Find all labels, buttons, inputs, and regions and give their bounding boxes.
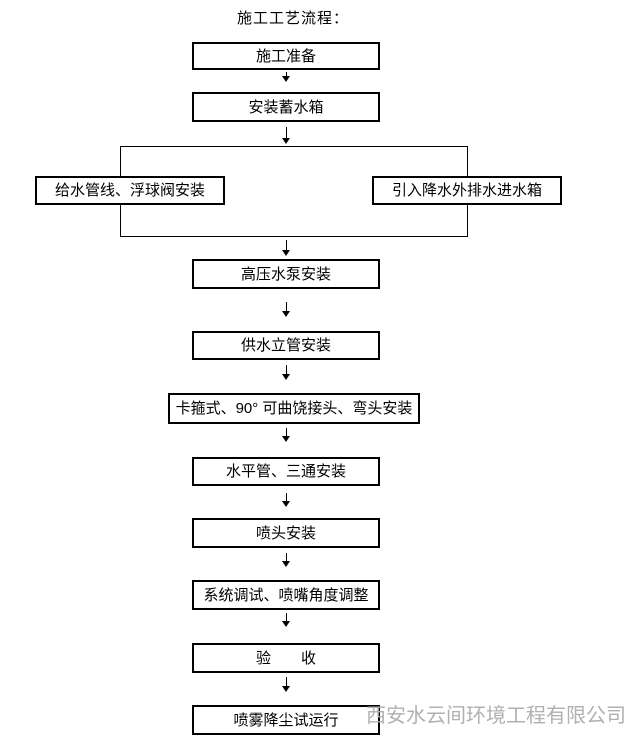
arrow-shaft xyxy=(286,127,287,140)
step-label: 验 收 xyxy=(255,649,316,667)
step-construction-preparation: 施工准备 xyxy=(192,42,380,70)
step-label: 系统调试、喷嘴角度调整 xyxy=(203,586,369,604)
arrow-down-icon xyxy=(282,677,291,692)
arrow-head xyxy=(282,76,290,82)
step-label: 施工准备 xyxy=(255,47,316,65)
arrow-shaft xyxy=(286,553,287,563)
arrow-down-icon xyxy=(282,302,291,317)
step-label: 高压水泵安装 xyxy=(240,265,331,283)
step-label: 喷雾降尘试运行 xyxy=(233,711,339,729)
arrow-head xyxy=(282,138,290,144)
step-sprinkler-head-install: 喷头安装 xyxy=(192,518,380,548)
arrow-head xyxy=(282,311,290,317)
step-high-pressure-pump-install: 高压水泵安装 xyxy=(192,259,380,289)
arrow-down-icon xyxy=(282,553,291,567)
step-label: 喷头安装 xyxy=(255,524,316,542)
step-horizontal-pipe-tee-install: 水平管、三通安装 xyxy=(192,457,380,486)
arrow-head xyxy=(282,436,290,442)
arrow-head xyxy=(282,250,290,256)
step-acceptance: 验 收 xyxy=(192,643,380,673)
arrow-head xyxy=(282,374,290,380)
step-label: 安装蓄水箱 xyxy=(248,98,324,116)
step-label: 供水立管安装 xyxy=(240,337,331,354)
arrow-down-icon xyxy=(282,365,291,380)
arrow-down-icon xyxy=(282,428,291,442)
step-label: 水平管、三通安装 xyxy=(225,463,346,480)
step-label: 给水管线、浮球阀安装 xyxy=(54,182,205,199)
arrow-shaft xyxy=(286,493,287,503)
arrow-shaft xyxy=(286,677,287,688)
step-label: 引入降水外排水进水箱 xyxy=(391,182,542,199)
arrow-down-icon xyxy=(282,240,291,256)
arrow-shaft xyxy=(286,428,287,438)
arrow-shaft xyxy=(286,302,287,313)
arrow-shaft xyxy=(286,365,287,376)
step-intro-dewatering-drain-inlet-tank: 引入降水外排水进水箱 xyxy=(372,176,562,205)
arrow-head xyxy=(282,621,290,627)
company-watermark: 西安水云间环境工程有限公司 xyxy=(366,705,624,727)
arrow-head xyxy=(282,501,290,507)
arrow-head xyxy=(282,561,290,567)
arrow-shaft xyxy=(286,613,287,623)
step-supply-pipeline-float-valve: 给水管线、浮球阀安装 xyxy=(35,176,225,205)
arrow-down-icon xyxy=(282,613,291,627)
step-label: 卡箍式、90° 可曲饶接头、弯头安装 xyxy=(175,400,413,417)
arrow-shaft xyxy=(286,72,287,78)
arrow-down-icon xyxy=(282,127,291,144)
page-title: 施工工艺流程： xyxy=(237,10,350,27)
step-clamp-flexible-joint-elbow-install: 卡箍式、90° 可曲饶接头、弯头安装 xyxy=(168,393,420,424)
arrow-head xyxy=(282,686,290,692)
step-supply-riser-install: 供水立管安装 xyxy=(192,331,380,360)
step-install-storage-tank: 安装蓄水箱 xyxy=(192,92,380,122)
arrow-shaft xyxy=(286,240,287,252)
step-system-debug-nozzle-angle-adjust: 系统调试、喷嘴角度调整 xyxy=(192,580,380,610)
arrow-down-icon xyxy=(282,72,291,82)
arrow-down-icon xyxy=(282,493,291,507)
step-spray-dust-suppression-trial-run: 喷雾降尘试运行 xyxy=(192,705,380,735)
